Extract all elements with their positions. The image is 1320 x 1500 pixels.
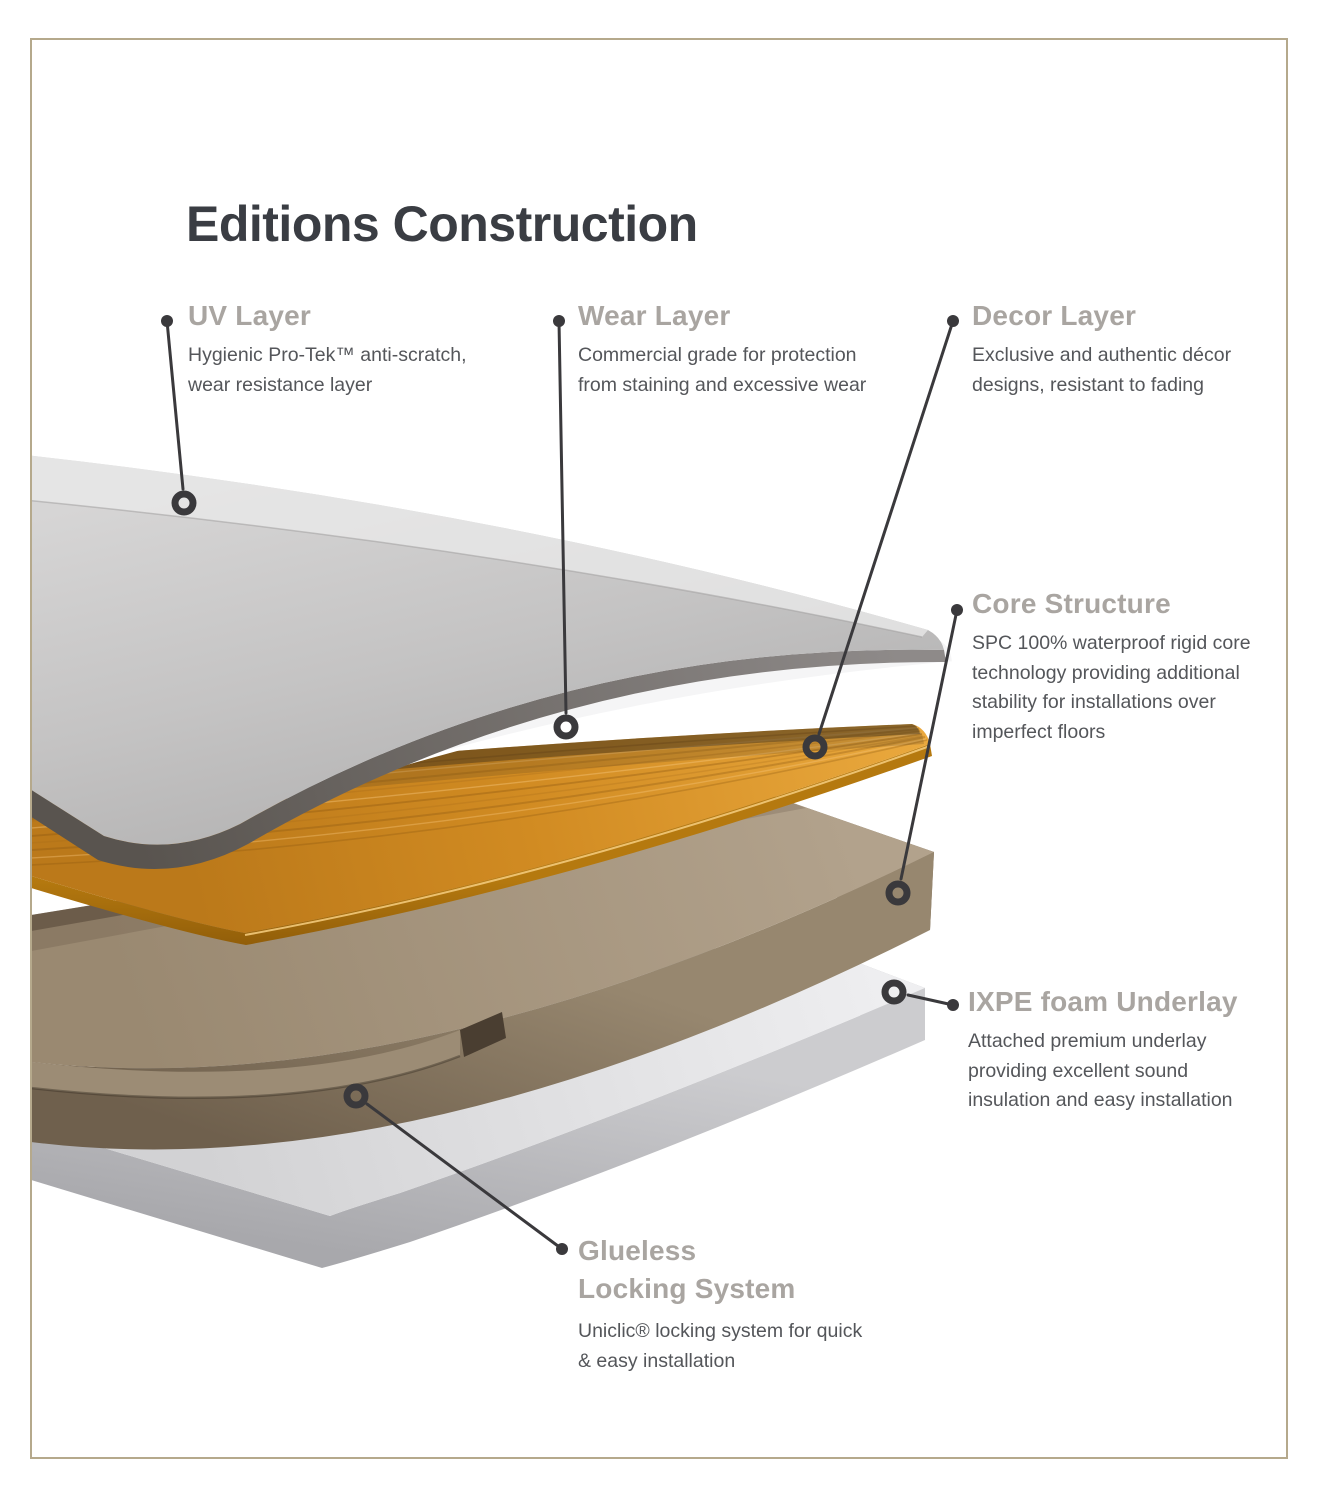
ixpe-underlay-bullet-dot — [947, 999, 959, 1011]
callout-title: Wear Layer — [578, 300, 731, 331]
wear-layer-bullet-dot — [553, 315, 565, 327]
callout-description-line: providing excellent sound — [968, 1059, 1189, 1082]
uv-layer-leader-line — [165, 319, 185, 491]
callout-description-line: designs, resistant to fading — [972, 373, 1204, 396]
callout-description: SPC 100% waterproof rigid core technolog… — [972, 629, 1312, 747]
callout-title: Core Structure — [972, 588, 1171, 619]
callout-description-line: imperfect floors — [972, 720, 1106, 743]
core-structure-marker-ring — [885, 880, 911, 906]
callout-bullets — [161, 315, 963, 1255]
uv-layer-bullet-dot — [161, 315, 173, 327]
core-structure-bullet-dot — [951, 604, 963, 616]
page-title: Editions Construction — [186, 196, 698, 252]
glueless-locking-leader-line — [365, 1102, 564, 1251]
callout-description: Uniclic® locking system for quick & easy… — [578, 1317, 918, 1376]
decor-layer-marker-ring — [802, 734, 828, 760]
callout-title: Locking System — [578, 1273, 796, 1304]
wear-layer-marker-ring — [553, 714, 579, 740]
glueless-locking-marker-ring — [343, 1083, 369, 1109]
core-structure-leader-line — [899, 608, 959, 881]
callout-description-line: Commercial grade for protection — [578, 344, 857, 366]
glueless-locking-bullet-dot — [556, 1243, 568, 1255]
callout-description: Commercial grade for protection from sta… — [578, 341, 918, 400]
callout-description-line: Exclusive and authentic décor — [972, 344, 1232, 366]
callout-description-line: technology providing additional — [972, 661, 1240, 684]
callout-description-line: & easy installation — [578, 1349, 736, 1372]
ixpe-underlay-leader-line — [906, 993, 955, 1007]
callout-description: Attached premium underlay providing exce… — [968, 1027, 1308, 1116]
callout-glueless-locking-system: Glueless Locking System Uniclic® locking… — [578, 1232, 918, 1376]
callout-description: Exclusive and authentic décor designs, r… — [972, 341, 1312, 400]
callout-ixpe-foam-underlay: IXPE foam Underlay Attached premium unde… — [968, 986, 1308, 1116]
uv-layer-sheet — [32, 455, 946, 869]
decor-layer-leader-line — [817, 319, 955, 736]
uv-layer-marker-ring — [171, 490, 197, 516]
callout-description-line: insulation and easy installation — [968, 1089, 1233, 1111]
callout-title: UV Layer — [188, 300, 311, 331]
locking-ledge — [32, 1030, 460, 1098]
callout-description-line: Hygienic Pro-Tek™ anti-scratch, — [188, 344, 467, 366]
locking-groove-slot — [460, 1012, 506, 1057]
marker-rings — [171, 490, 911, 1109]
callout-decor-layer: Decor Layer Exclusive and authentic déco… — [972, 300, 1312, 400]
ixpe-underlay-marker-ring — [881, 979, 907, 1005]
callout-core-structure: Core Structure SPC 100% waterproof rigid… — [972, 588, 1312, 747]
callout-description-line: SPC 100% waterproof rigid core — [972, 632, 1251, 654]
decor-layer-bullet-dot — [947, 315, 959, 327]
callout-description: Hygienic Pro-Tek™ anti-scratch, wear res… — [188, 341, 528, 400]
callout-description-line: wear resistance layer — [188, 373, 373, 396]
callout-title: Decor Layer — [972, 300, 1137, 331]
callout-title: Glueless — [578, 1235, 697, 1266]
callout-wear-layer: Wear Layer Commercial grade for protecti… — [578, 300, 918, 400]
callout-uv-layer: UV Layer Hygienic Pro-Tek™ anti-scratch,… — [188, 300, 528, 400]
leader-lines — [165, 319, 959, 1251]
callout-title: IXPE foam Underlay — [968, 986, 1238, 1017]
callout-description-line: stability for installations over — [972, 691, 1216, 713]
callout-description-line: Uniclic® locking system for quick — [578, 1320, 863, 1342]
callout-description-line: from staining and excessive wear — [578, 373, 867, 396]
wear-layer-leader-line — [557, 319, 568, 715]
callout-description-line: Attached premium underlay — [968, 1030, 1207, 1052]
